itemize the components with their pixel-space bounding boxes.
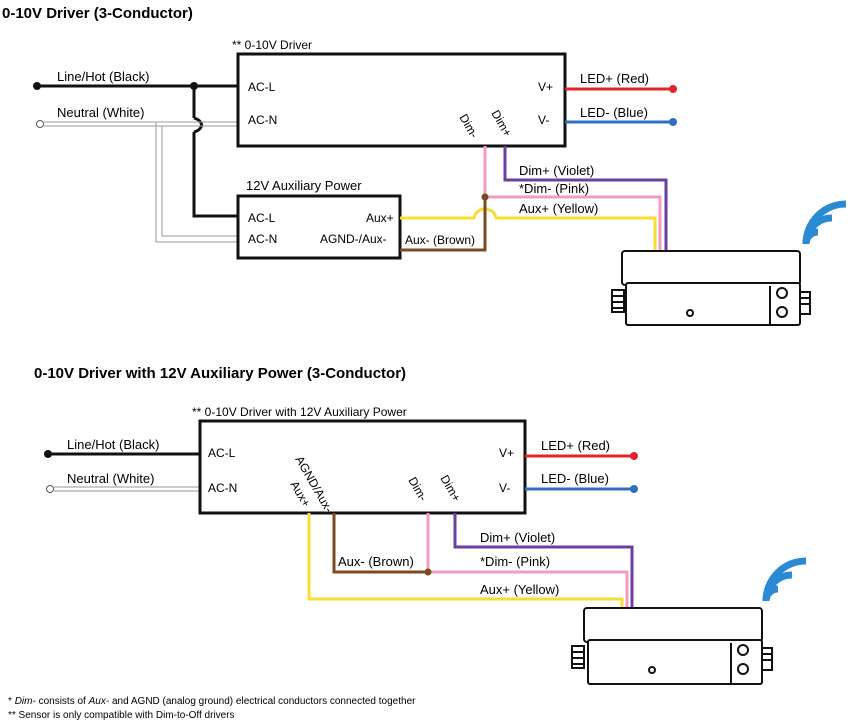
- line-hot-label-1: Line/Hot (Black): [57, 69, 149, 84]
- dim-minus-wire-label-1: *Dim- (Pink): [519, 181, 589, 196]
- neutral-wire-1: [36, 120, 238, 243]
- driver-1-box: [236, 52, 567, 148]
- driver-2-box: [198, 419, 527, 515]
- diagram-2: 0-10V Driver with 12V Auxiliary Power (3…: [34, 365, 807, 685]
- driver-2-title: ** 0-10V Driver with 12V Auxiliary Power: [192, 405, 407, 419]
- aux-minus-wire-label-2: Aux- (Brown): [338, 554, 414, 569]
- dim-plus-wire-label-2: Dim+ (Violet): [480, 530, 555, 545]
- aux-plus-wire-label-2: Aux+ (Yellow): [480, 582, 559, 597]
- driver-1-ac-l: AC-L: [248, 80, 276, 94]
- occupancy-sensor-icon: [611, 250, 811, 326]
- led-minus-label-2: LED- (Blue): [541, 471, 609, 486]
- driver-2-ac-n: AC-N: [208, 481, 237, 495]
- driver-1-ac-n: AC-N: [248, 113, 277, 127]
- line-hot-wire-2: [44, 450, 200, 458]
- aux-box-agnd: AGND-/Aux-: [320, 232, 387, 246]
- dim-minus-wire-1: [483, 146, 662, 250]
- aux-box-ac-n: AC-N: [248, 232, 277, 246]
- neutral-label-1: Neutral (White): [57, 105, 144, 120]
- aux-power-box: [236, 194, 402, 260]
- aux-plus-wire-label-1: Aux+ (Yellow): [519, 201, 598, 216]
- dim-plus-wire-1: [503, 146, 668, 250]
- driver-1-v-minus: V-: [538, 113, 549, 127]
- aux-box-aux-plus: Aux+: [366, 211, 394, 225]
- led-plus-label-2: LED+ (Red): [541, 438, 610, 453]
- driver-2-v-plus: V+: [499, 446, 514, 460]
- aux-minus-wire-1: [400, 197, 487, 252]
- led-minus-label-1: LED- (Blue): [580, 105, 648, 120]
- aux-box-ac-l: AC-L: [248, 211, 276, 225]
- dim-plus-wire-2: [453, 513, 634, 607]
- driver-2-v-minus: V-: [499, 481, 510, 495]
- diagram-2-title: 0-10V Driver with 12V Auxiliary Power (3…: [34, 365, 406, 382]
- dim-minus-wire-label-2: *Dim- (Pink): [480, 554, 550, 569]
- line-hot-wire-1: [33, 82, 238, 218]
- footnote-1: * Dim- consists of Aux- and AGND (analog…: [8, 696, 416, 707]
- driver-1-title: ** 0-10V Driver: [232, 38, 312, 52]
- footnote-2: ** Sensor is only compatible with Dim-to…: [8, 710, 235, 721]
- wireless-signal-icon: [762, 557, 807, 602]
- dim-minus-wire-2: [426, 513, 629, 607]
- aux-minus-wire-2: [332, 513, 428, 574]
- led-minus-wire-1: [565, 118, 677, 126]
- dim-plus-wire-label-1: Dim+ (Violet): [519, 163, 594, 178]
- diagram-1: 0-10V Driver (3-Conductor) ** 0-10V Driv…: [2, 5, 847, 326]
- aux-plus-wire-1: [400, 207, 657, 250]
- driver-2-ac-l: AC-L: [208, 446, 236, 460]
- aux-plus-wire-2: [307, 513, 624, 607]
- neutral-label-2: Neutral (White): [67, 471, 154, 486]
- driver-1-v-plus: V+: [538, 80, 553, 94]
- wireless-signal-icon: [802, 200, 847, 245]
- led-plus-wire-1: [565, 85, 677, 93]
- aux-power-title: 12V Auxiliary Power: [246, 178, 362, 193]
- occupancy-sensor-icon: [571, 607, 773, 685]
- led-plus-wire-2: [525, 452, 638, 460]
- aux-minus-wire-label-1: Aux- (Brown): [405, 233, 475, 247]
- line-hot-label-2: Line/Hot (Black): [67, 437, 159, 452]
- led-plus-label-1: LED+ (Red): [580, 71, 649, 86]
- diagram-1-title: 0-10V Driver (3-Conductor): [2, 5, 193, 22]
- neutral-wire-2: [46, 485, 200, 493]
- led-minus-wire-2: [525, 485, 638, 493]
